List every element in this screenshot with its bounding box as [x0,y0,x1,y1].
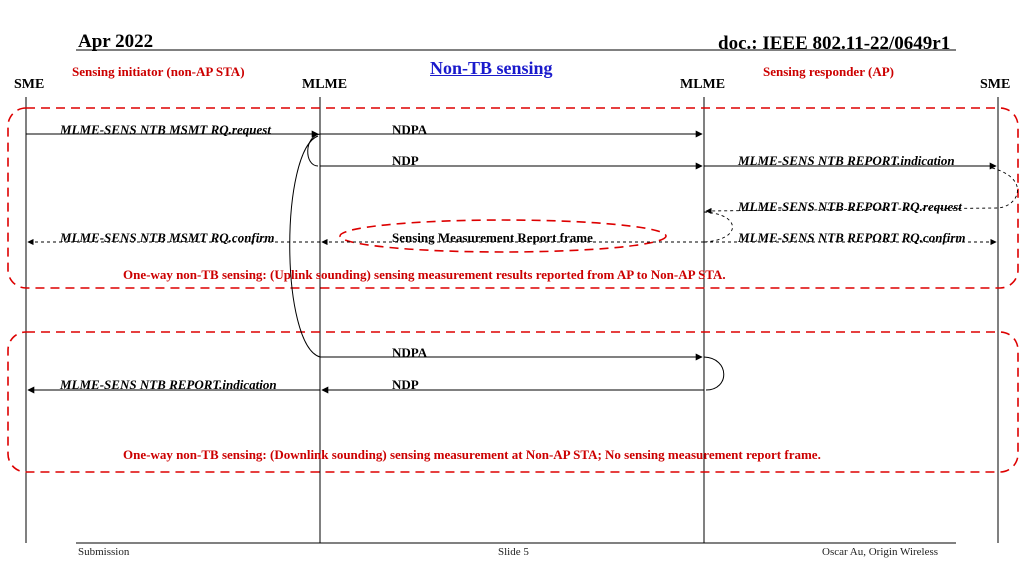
label-report-indication-downlink: MLME-SENS NTB REPORT.indication [60,377,277,392]
footer-submission: Submission [78,546,130,558]
header-date: Apr 2022 [78,31,154,52]
lane-label-sme-right: SME [980,77,1011,92]
label-ndp-downlink: NDP [392,377,419,392]
connector-uplink-to-downlink [289,135,321,358]
downlink-group-box [7,331,1019,473]
downlink-note: One-way non-TB sensing: (Downlink soundi… [123,447,821,462]
dashed-curve-report-frame [703,211,733,243]
label-ndpa-downlink: NDPA [392,345,428,360]
footer-author: Oscar Au, Origin Wireless [822,546,939,558]
label-msmt-request: MLME-SENS NTB MSMT RQ.request [60,122,271,137]
report-frame-highlight [339,219,667,253]
label-report-frame: Sensing Measurement Report frame [392,230,593,245]
uplink-note: One-way non-TB sensing: (Uplink sounding… [123,267,726,282]
label-msmt-confirm: MLME-SENS NTB MSMT RQ.confirm [60,230,275,245]
lane-label-sme-left: SME [14,77,45,92]
label-ndpa-uplink: NDPA [392,122,428,137]
label-report-indication: MLME-SENS NTB REPORT.indication [738,153,955,168]
loop-right-mlme [703,356,725,391]
header-doc-id: doc.: IEEE 802.11-22/0649r1 [718,33,951,54]
uplink-group-box [7,107,1019,289]
footer-slide-number: Slide 5 [498,546,529,558]
initiator-role: Sensing initiator (non-AP STA) [72,64,245,79]
lane-label-mlme-right: MLME [680,77,726,92]
loop-left-mlme [307,133,321,167]
label-report-rq-confirm: MLME-SENS NTB REPORT RQ.confirm [738,230,966,245]
lane-label-mlme-left: MLME [302,77,348,92]
label-ndp-uplink: NDP [392,153,419,168]
page-title: Non-TB sensing [430,58,553,78]
responder-role: Sensing responder (AP) [763,64,894,79]
label-report-rq-request: MLME-SENS NTB REPORT RQ.request [738,199,962,214]
